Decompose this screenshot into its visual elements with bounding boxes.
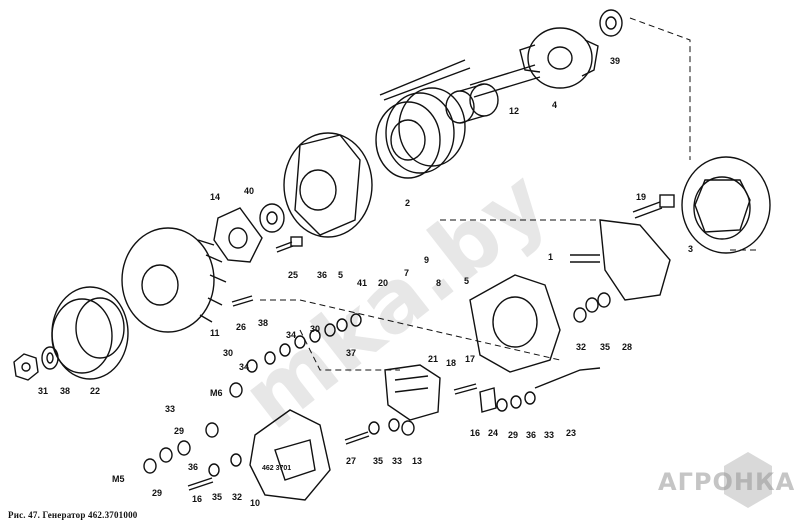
label: 35 xyxy=(212,492,222,502)
label: 37 xyxy=(346,348,356,358)
part-stator-2 xyxy=(375,87,466,179)
label: 29 xyxy=(174,426,184,436)
label: 36 xyxy=(526,430,536,440)
part-labels: 39 4 12 2 3 19 14 40 25 36 5 41 20 9 7 8… xyxy=(38,56,693,508)
label: 36 xyxy=(188,462,198,472)
part-bolt-19 xyxy=(632,194,675,219)
label: 29 xyxy=(152,488,162,498)
label: 16 xyxy=(470,428,480,438)
part-bolts xyxy=(187,295,497,491)
label: 2 xyxy=(405,198,410,208)
label: 41 xyxy=(357,278,367,288)
label: 39 xyxy=(610,56,620,66)
label: 14 xyxy=(210,192,220,202)
label: 10 xyxy=(250,498,260,508)
part-washer-stack xyxy=(143,292,611,477)
label: 29 xyxy=(508,430,518,440)
figure-caption: Рис. 47. Генератор 462.3701000 xyxy=(8,510,138,520)
label: 19 xyxy=(636,192,646,202)
part-pulley-22 xyxy=(51,286,129,380)
label: 31 xyxy=(38,386,48,396)
label: 28 xyxy=(622,342,632,352)
label: 9 xyxy=(424,255,429,265)
label: 1 xyxy=(548,252,553,262)
label: 12 xyxy=(509,106,519,116)
label: 22 xyxy=(90,386,100,396)
part-voltage-regulator xyxy=(384,364,441,421)
label: 18 xyxy=(446,358,456,368)
hexagon-icon xyxy=(724,452,772,508)
part-screw-25 xyxy=(275,236,303,253)
part-rectifier-cover-5b xyxy=(469,274,561,373)
label: 35 xyxy=(373,456,383,466)
label: 11 xyxy=(210,328,220,338)
part-nut-31 xyxy=(13,353,39,381)
part-diode-bridge-1 xyxy=(570,219,671,301)
logo-text: АГРОНКА xyxy=(658,468,796,496)
part-rear-cover-3 xyxy=(681,156,771,254)
label: 25 xyxy=(288,270,298,280)
label: 40 xyxy=(244,186,254,196)
part-washer-38 xyxy=(41,346,59,370)
assembly-axis-lines xyxy=(260,17,760,371)
label: 32 xyxy=(232,492,242,502)
label: 38 xyxy=(258,318,268,328)
label: 20 xyxy=(378,278,388,288)
part-rotor-shaft xyxy=(379,59,541,101)
part-plate-14 xyxy=(213,207,263,263)
label: 5 xyxy=(338,270,343,280)
label: 36 xyxy=(317,270,327,280)
label: 30 xyxy=(223,348,233,358)
label: M6 xyxy=(210,388,223,398)
label: 33 xyxy=(544,430,554,440)
part-bearing-39 xyxy=(599,9,623,37)
label: 7 xyxy=(404,268,409,278)
label: 23 xyxy=(566,428,576,438)
label: 34 xyxy=(239,362,249,372)
brand-logo: АГРОНКА xyxy=(658,446,798,514)
label: 3 xyxy=(688,244,693,254)
label: M5 xyxy=(112,474,125,484)
part-wire-23 xyxy=(534,367,601,389)
part-bearing-40 xyxy=(259,203,285,233)
label: 35 xyxy=(600,342,610,352)
part-fan-11 xyxy=(121,227,227,333)
part-terminal-cover-10 xyxy=(249,409,331,501)
label: 34 xyxy=(286,330,296,340)
label: 13 xyxy=(412,456,422,466)
part-rotor-pole-4 xyxy=(519,27,599,89)
label: 21 xyxy=(428,354,438,364)
label: 30 xyxy=(310,324,320,334)
label: 33 xyxy=(392,456,402,466)
label: 5 xyxy=(464,276,469,286)
label: 8 xyxy=(436,278,441,288)
label: 33 xyxy=(165,404,175,414)
label: 32 xyxy=(576,342,586,352)
label: 27 xyxy=(346,456,356,466)
stamp-text: 462 3701 xyxy=(262,465,291,472)
label: 17 xyxy=(465,354,475,364)
label: 26 xyxy=(236,322,246,332)
label: 16 xyxy=(192,494,202,504)
part-sleeve-12 xyxy=(445,83,499,124)
label: 4 xyxy=(552,100,557,110)
part-front-cover-5a xyxy=(283,132,373,238)
label: 38 xyxy=(60,386,70,396)
label: 24 xyxy=(488,428,498,438)
